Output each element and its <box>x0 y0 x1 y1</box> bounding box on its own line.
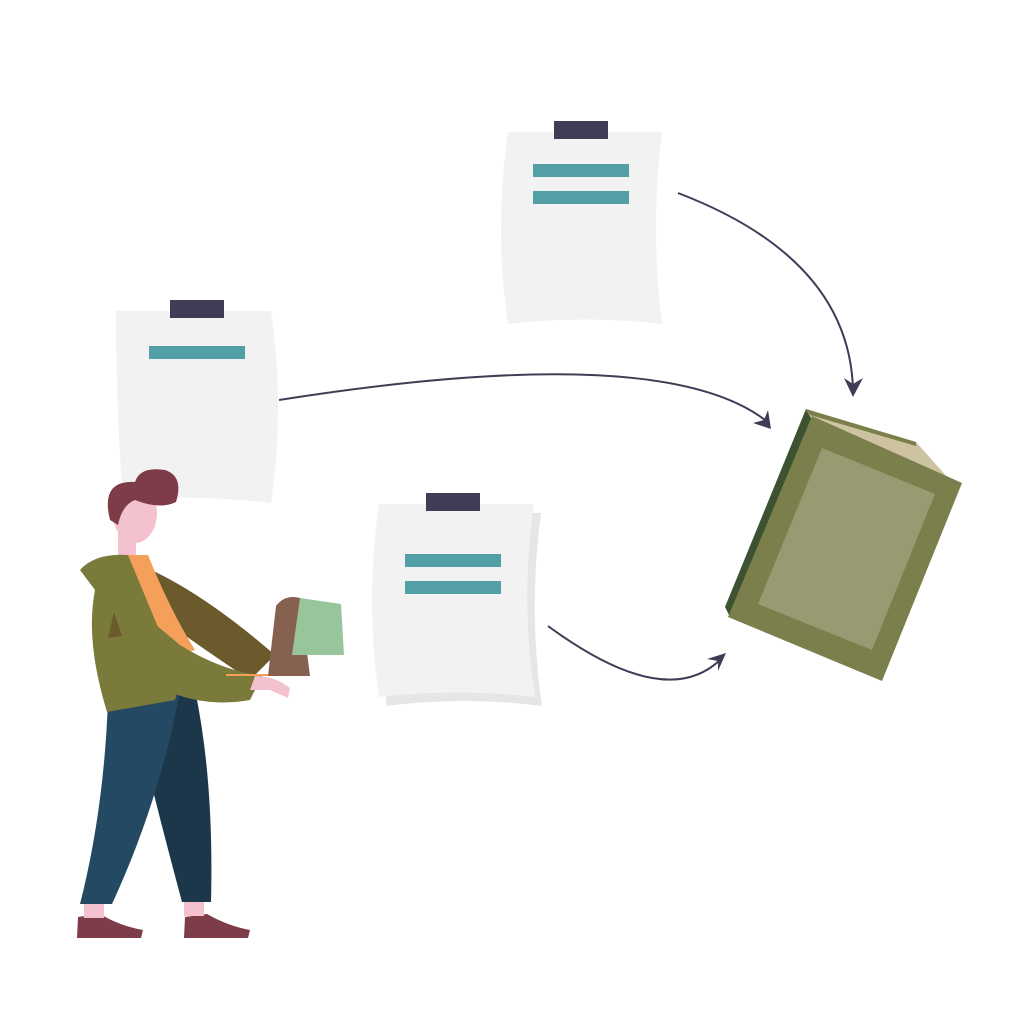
shoe-left <box>77 914 143 938</box>
hair <box>107 469 179 525</box>
shirt <box>128 555 195 660</box>
person-illustration <box>77 469 344 938</box>
book-icon <box>725 409 962 681</box>
jacket-arm <box>112 590 262 703</box>
arrow-icon-left <box>278 373 766 421</box>
arrow-icon-top <box>677 192 854 389</box>
document-icon-middle <box>372 493 542 706</box>
arrow-icon-middle <box>547 625 721 681</box>
arrowhead-middle <box>707 653 726 671</box>
arrowhead-left <box>753 410 771 429</box>
hand <box>250 676 290 698</box>
folder-paper <box>292 598 344 655</box>
pants-front-leg <box>80 690 180 904</box>
jacket-back <box>140 565 275 680</box>
shoe-right <box>184 914 250 938</box>
document-icon-top <box>501 121 662 324</box>
document-icon-left <box>116 300 278 503</box>
arrowhead-top <box>844 378 863 397</box>
